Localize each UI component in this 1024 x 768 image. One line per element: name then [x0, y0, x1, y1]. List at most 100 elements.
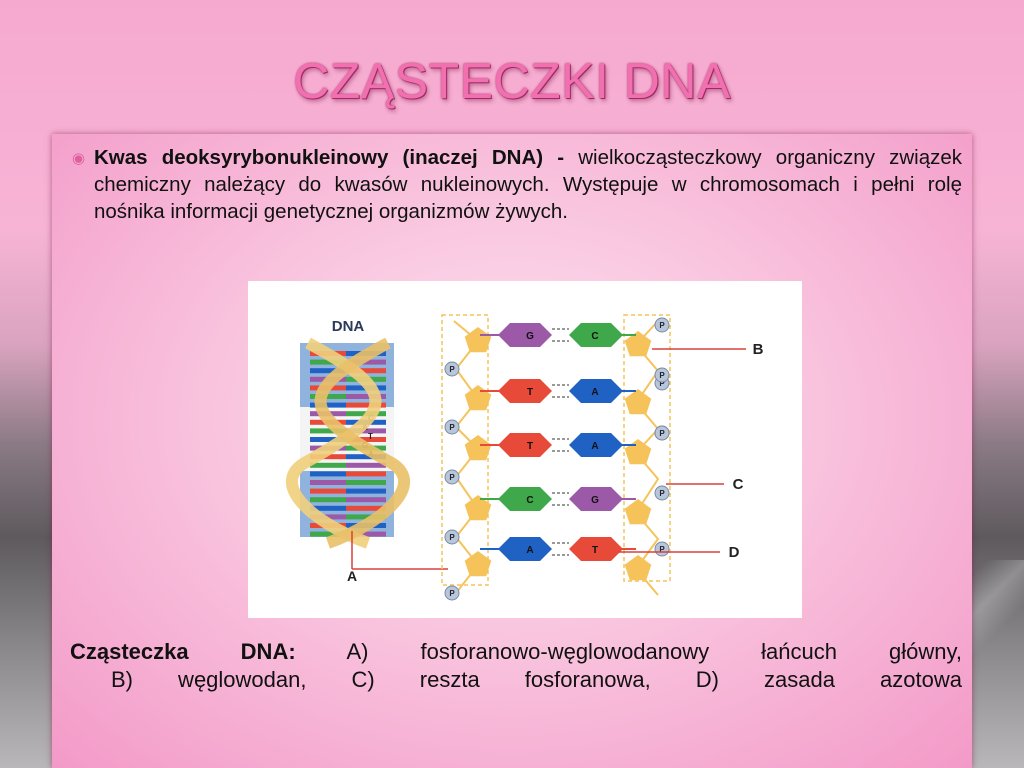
bullet-bold-text: Kwas deoksyrybonukleinowy (inaczej DNA) …: [94, 146, 565, 169]
phosphate-label: P: [449, 473, 455, 482]
helix-rung: [346, 437, 386, 442]
content-panel: ◉ Kwas deoksyrybonukleinowy (inaczej DNA…: [52, 134, 972, 768]
helix-rung: [346, 497, 386, 503]
base-label-right: A: [591, 387, 598, 398]
helix-rung: [310, 497, 346, 503]
helix-rung: [346, 505, 386, 511]
phosphate-circle-right: [654, 317, 670, 333]
helix-rung: [310, 394, 346, 399]
helix-rung: [346, 394, 386, 399]
helix-rung: [346, 402, 386, 408]
helix-strand-1: [286, 337, 382, 549]
figure-caption: Cząsteczka DNA: A) fosforanowo-węglowoda…: [70, 638, 962, 694]
phosphate-label: P: [659, 489, 665, 498]
helix-rung: [310, 368, 346, 374]
phosphate-label: P: [449, 533, 455, 542]
callout-a: A: [347, 568, 357, 584]
phosphate-circle-left: [444, 361, 460, 377]
helix-rung: [346, 514, 386, 520]
base-left: [498, 537, 552, 561]
phosphate-label: P: [449, 589, 455, 598]
base-right: [569, 379, 623, 403]
helix-rung: [346, 488, 386, 494]
mini-base-label: T: [368, 432, 373, 441]
callout-d: D: [729, 544, 740, 561]
helix-rung: [310, 488, 346, 494]
base-right: [569, 433, 623, 457]
phosphate-label: P: [659, 371, 665, 380]
base-left: [498, 379, 552, 403]
phosphate-label: P: [449, 423, 455, 432]
phosphate-circle-right: [654, 485, 670, 501]
helix-rung: [346, 368, 386, 374]
phosphate-label: P: [659, 429, 665, 438]
helix-rung: [310, 437, 346, 442]
base-label-right: G: [591, 495, 599, 506]
backbone: PPPPPPPPPPPP: [444, 317, 670, 601]
callout-b: B: [753, 341, 764, 358]
caption-line-1: A) fosforanowo-węglowodanowy łańcuch głó…: [295, 639, 962, 664]
helix-rung: [346, 471, 386, 477]
phosphate-label: P: [659, 379, 665, 388]
base-right: [569, 537, 623, 561]
base-label-left: A: [526, 545, 533, 556]
helix-rung: [310, 454, 346, 460]
backbone-box-left: [441, 314, 489, 586]
phosphate-circle-left: [444, 585, 460, 601]
helix-rung: [310, 402, 346, 408]
helix-rung: [346, 454, 386, 460]
sugar-pentagon-left: [464, 435, 492, 461]
helix-strand-2: [314, 337, 410, 549]
helix-rung: [346, 462, 386, 468]
helix-rung: [310, 359, 346, 365]
base-right: [569, 487, 623, 511]
base-label-right: A: [591, 441, 598, 452]
helix-rung: [346, 428, 386, 434]
base-label-right: C: [591, 331, 598, 342]
sugar-pentagon-right: [624, 331, 652, 357]
bullet-item: ◉ Kwas deoksyrybonukleinowy (inaczej DNA…: [72, 144, 962, 225]
sugar-pentagon-right: [624, 499, 652, 525]
bullet-text: Kwas deoksyrybonukleinowy (inaczej DNA) …: [94, 144, 962, 225]
base-label-left: T: [527, 387, 533, 398]
helix-rung: [310, 471, 346, 477]
base-pairs: G C T A T A C G A T: [480, 323, 636, 561]
bullet-body-text: wielkocząsteczkowy organiczny związek ch…: [94, 146, 962, 223]
phosphate-label: P: [659, 321, 665, 330]
base-right: [569, 323, 623, 347]
phosphate-circle-left: [444, 529, 460, 545]
helix-rung: [310, 531, 346, 537]
phosphate-label: P: [449, 365, 455, 374]
base-left: [498, 323, 552, 347]
sugar-pentagon-right: [624, 555, 652, 581]
base-label-left: G: [526, 331, 534, 342]
base-label-right: T: [592, 545, 598, 556]
base-label-left: C: [526, 495, 533, 506]
phosphate-circle-left: [444, 469, 460, 485]
helix-rung: [310, 480, 346, 485]
helix-rung: [346, 531, 386, 537]
phosphate-circle-right: [654, 425, 670, 441]
helix-rung: [310, 428, 346, 434]
sugar-pentagon-left: [464, 495, 492, 521]
helix-rung: [346, 480, 386, 485]
base-label-left: T: [527, 441, 533, 452]
phosphate-label: P: [659, 545, 665, 554]
caption-bold-text: Cząsteczka DNA:: [70, 639, 296, 664]
callout-c: C: [733, 476, 744, 493]
sugar-pentagon-left: [464, 327, 492, 353]
sugar-pentagon-left: [464, 551, 492, 577]
helix-rung: [310, 462, 346, 468]
base-left: [498, 433, 552, 457]
backbone-box-right: [623, 314, 671, 582]
base-left: [498, 487, 552, 511]
caption-line-2: B) węglowodan, C) reszta fosforanowa, D)…: [111, 667, 962, 692]
helix-rung: [310, 505, 346, 511]
dna-label: DNA: [332, 318, 365, 335]
phosphate-circle-right: [654, 367, 670, 383]
bullet-icon: ◉: [72, 150, 86, 167]
sugar-pentagon-right: [624, 439, 652, 465]
sugar-pentagon-right: [624, 389, 652, 415]
phosphate-circle-left: [444, 419, 460, 435]
